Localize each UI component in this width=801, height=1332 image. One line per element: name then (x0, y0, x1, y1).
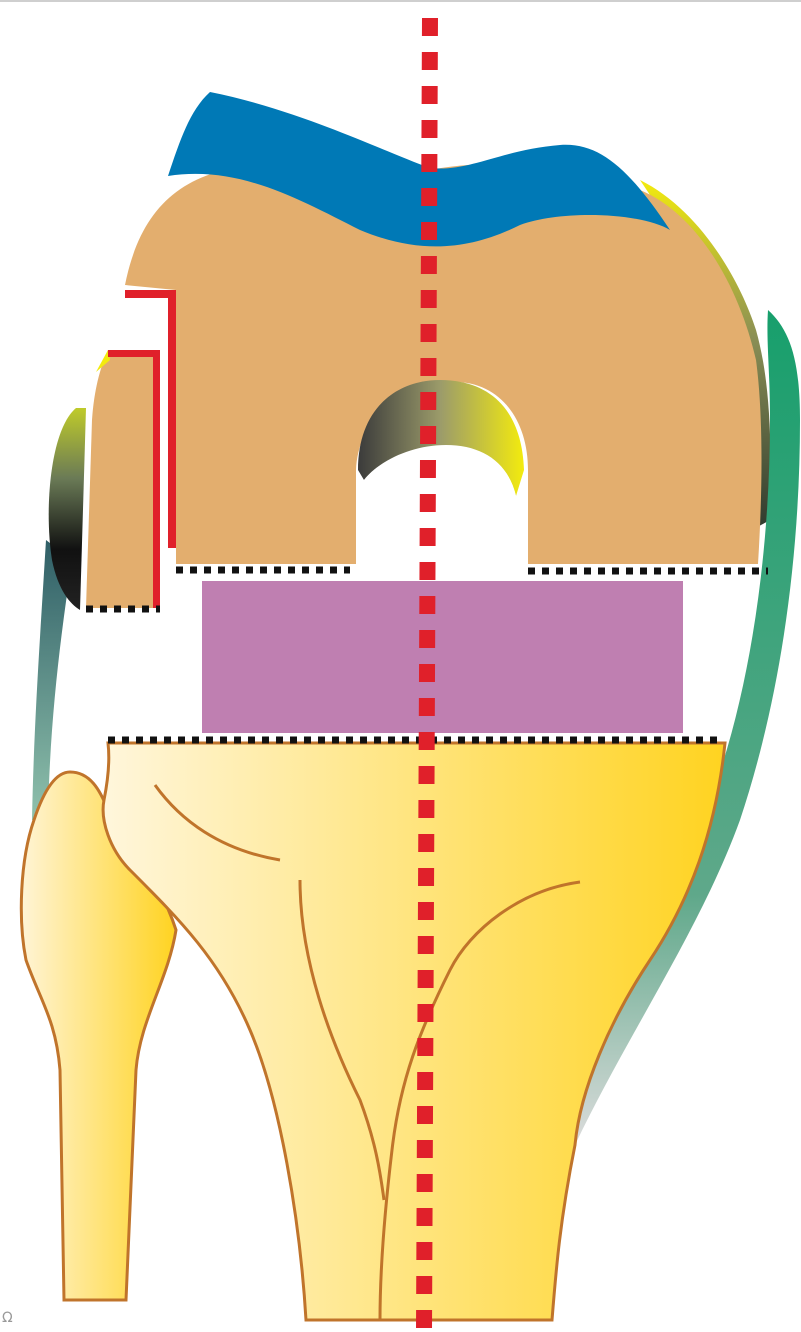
patella (86, 350, 160, 608)
corner-mark: Ω (2, 1310, 13, 1326)
tibial-spacer (202, 581, 683, 733)
femoral-resection-line (176, 570, 768, 571)
notch-hollow (360, 446, 518, 562)
